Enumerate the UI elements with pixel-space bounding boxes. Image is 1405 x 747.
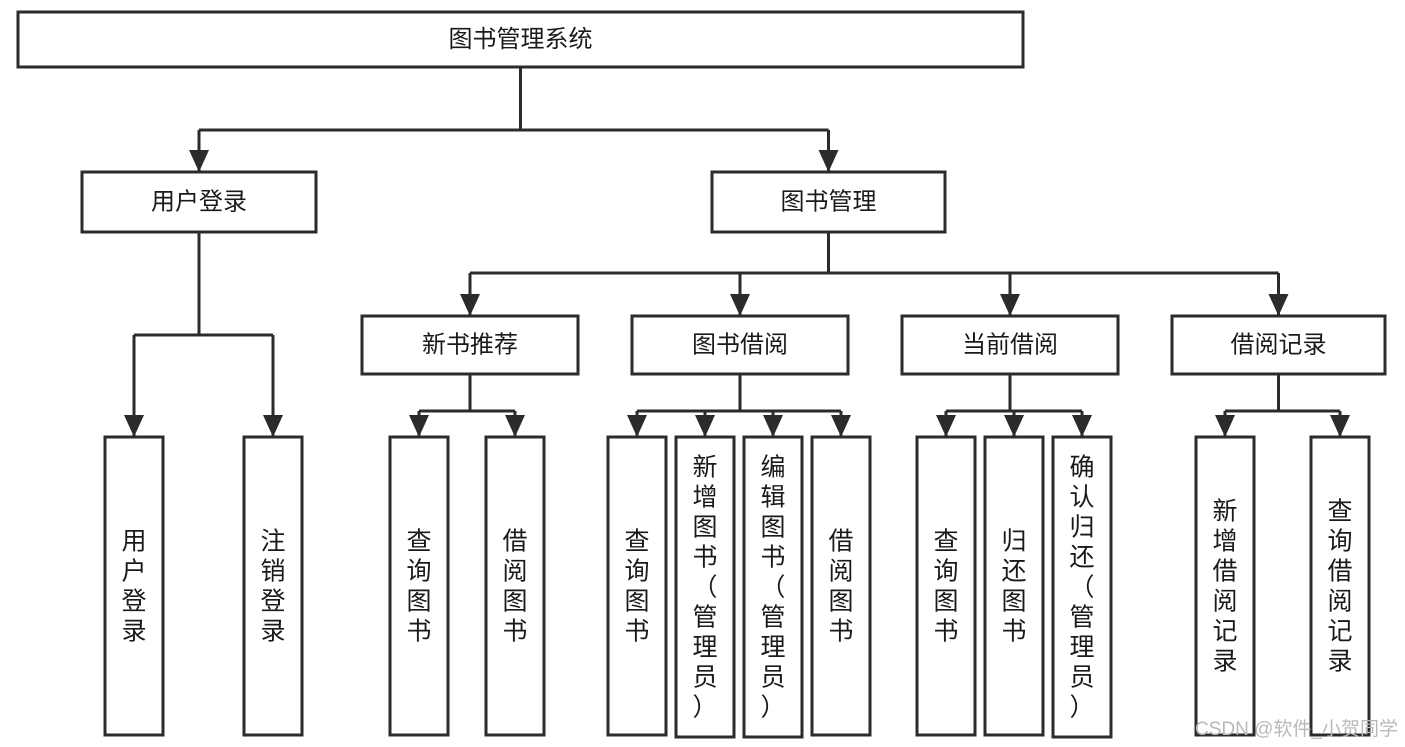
node-box-leaf-borrow-book[interactable] [810,435,872,737]
arrow-head-icon-leaf-add-book-admin [695,415,715,437]
node-box-user-login-module[interactable] [80,170,318,234]
node-leaf-return-book[interactable]: 归还图书 [983,435,1045,737]
node-box-leaf-borrow-book-recommend[interactable] [484,435,546,737]
node-box-current-borrow[interactable] [900,314,1120,376]
node-box-book-borrow[interactable] [630,314,850,376]
node-label-book-manage-module: 图书管理 [781,188,877,215]
arrow-head-icon-leaf-query-book-borrow [627,415,647,437]
arrow-head-icon-leaf-return-book [1004,415,1024,437]
node-box-leaf-user-login[interactable] [103,435,165,737]
node-label-root: 图书管理系统 [449,26,593,53]
node-box-leaf-confirm-return-admin[interactable] [1051,435,1113,739]
arrow-head-icon-leaf-borrow-book-recommend [505,415,525,437]
node-leaf-user-login[interactable]: 用户登录 [103,435,165,737]
node-box-leaf-add-book-admin[interactable] [674,435,736,739]
node-leaf-query-book-borrow[interactable]: 查询图书 [606,435,668,737]
arrow-head-icon-leaf-borrow-book [831,415,851,437]
node-box-leaf-edit-book-admin[interactable] [742,435,804,739]
node-box-book-manage-module[interactable] [710,170,947,234]
node-label-leaf-logout: 注销登录 [260,527,285,645]
arrow-head-icon-current-borrow [1000,294,1020,316]
node-leaf-edit-book-admin[interactable]: 编辑图书（管理员） [742,435,804,739]
node-box-borrow-record[interactable] [1170,314,1387,376]
arrow-head-icon-leaf-add-borrow-record [1215,415,1235,437]
node-box-root[interactable] [16,10,1025,69]
node-label-leaf-borrow-book-recommend: 借阅图书 [502,527,527,645]
node-book-manage-module[interactable]: 图书管理 [710,170,947,234]
arrow-head-icon-leaf-query-book-recommend [409,415,429,437]
node-leaf-logout[interactable]: 注销登录 [242,435,304,737]
arrow-head-icon-user-login-module [189,150,209,172]
node-label-user-login-module: 用户登录 [151,188,247,215]
node-box-leaf-query-borrow-record[interactable] [1309,435,1371,737]
node-leaf-borrow-book[interactable]: 借阅图书 [810,435,872,737]
node-box-leaf-query-book-recommend[interactable] [388,435,450,737]
node-label-leaf-add-book-admin: 新增图书（管理员） [692,453,717,721]
arrow-head-icon-leaf-edit-book-admin [763,415,783,437]
arrow-head-icon-leaf-query-book-current [936,415,956,437]
node-leaf-add-borrow-record[interactable]: 新增借阅记录 [1194,435,1256,737]
node-new-book-recommend[interactable]: 新书推荐 [360,314,580,376]
arrow-head-icon-leaf-user-login [124,415,144,437]
node-label-leaf-query-borrow-record: 查询借阅记录 [1327,497,1352,675]
arrow-head-icon-book-borrow [730,294,750,316]
node-box-leaf-return-book[interactable] [983,435,1045,737]
node-label-leaf-edit-book-admin: 编辑图书（管理员） [760,453,785,721]
node-label-leaf-query-book-borrow: 查询图书 [624,527,649,645]
arrow-head-icon-book-manage-module [818,150,839,172]
node-label-book-borrow: 图书借阅 [692,331,788,358]
node-leaf-query-book-recommend[interactable]: 查询图书 [388,435,450,737]
node-leaf-confirm-return-admin[interactable]: 确认归还（管理员） [1051,435,1113,739]
arrow-head-icon-new-book-recommend [460,294,480,316]
node-leaf-query-borrow-record[interactable]: 查询借阅记录 [1309,435,1371,737]
node-box-leaf-add-borrow-record[interactable] [1194,435,1256,737]
node-borrow-record[interactable]: 借阅记录 [1170,314,1387,376]
node-label-leaf-query-book-recommend: 查询图书 [406,527,431,645]
node-leaf-query-book-current[interactable]: 查询图书 [915,435,977,737]
connector-layer [124,67,1350,437]
node-label-leaf-query-book-current: 查询图书 [933,527,958,645]
arrow-head-icon-leaf-query-borrow-record [1330,415,1350,437]
node-label-current-borrow: 当前借阅 [962,331,1058,358]
node-label-leaf-user-login: 用户登录 [121,527,146,645]
arrow-head-icon-leaf-confirm-return-admin [1072,415,1092,437]
node-label-leaf-return-book: 归还图书 [1001,527,1026,645]
node-label-borrow-record: 借阅记录 [1231,331,1327,358]
node-box-leaf-logout[interactable] [242,435,304,737]
node-box-leaf-query-book-borrow[interactable] [606,435,668,737]
node-box-leaf-query-book-current[interactable] [915,435,977,737]
node-label-leaf-confirm-return-admin: 确认归还（管理员） [1069,453,1094,721]
arrow-head-icon-borrow-record [1268,294,1289,316]
csdn-watermark: CSDN @软件_小贺同学 [1195,718,1398,740]
node-box-new-book-recommend[interactable] [360,314,580,376]
arrow-head-icon-leaf-logout [263,415,283,437]
node-leaf-add-book-admin[interactable]: 新增图书（管理员） [674,435,736,739]
node-leaf-borrow-book-recommend[interactable]: 借阅图书 [484,435,546,737]
node-label-leaf-borrow-book: 借阅图书 [828,527,853,645]
node-label-leaf-add-borrow-record: 新增借阅记录 [1212,497,1237,675]
node-layer: 图书管理系统用户登录图书管理新书推荐图书借阅当前借阅借阅记录用户登录注销登录查询… [16,10,1387,739]
node-user-login-module[interactable]: 用户登录 [80,170,318,234]
node-label-new-book-recommend: 新书推荐 [422,331,518,358]
node-current-borrow[interactable]: 当前借阅 [900,314,1120,376]
node-root[interactable]: 图书管理系统 [16,10,1025,69]
node-book-borrow[interactable]: 图书借阅 [630,314,850,376]
